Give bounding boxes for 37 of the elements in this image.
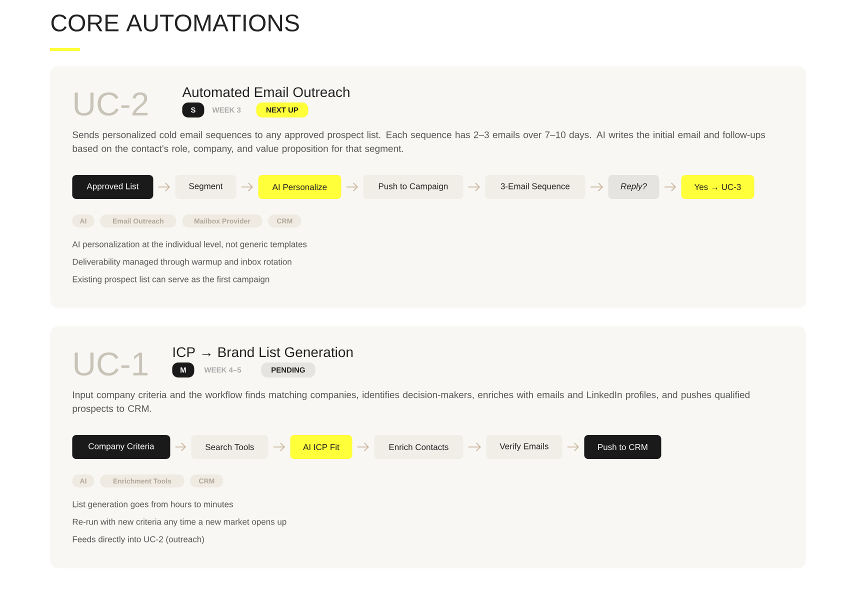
arrow	[240, 182, 253, 192]
page-title: CORE AUTOMATIONS	[51, 14, 299, 32]
arrow	[566, 442, 579, 452]
note-line: Feeds directly into UC-2 (outreach)	[72, 536, 204, 544]
card-id: UC-2	[74, 92, 148, 116]
arrow	[346, 182, 358, 192]
arrow	[356, 442, 369, 452]
step-box: Search Tools	[191, 435, 268, 459]
arrow	[272, 442, 285, 452]
step-box: Segment	[175, 175, 236, 199]
step-box: Company Criteria	[72, 435, 170, 459]
arrow	[468, 182, 480, 192]
card-title: Automated Email Outreach	[182, 86, 350, 98]
arrow	[468, 442, 481, 452]
step-box: Push to Campaign	[363, 175, 464, 199]
step-box: Verify Emails	[486, 435, 562, 459]
step-box: Enrich Contacts	[374, 435, 464, 459]
step-box: Push to CRM	[584, 435, 662, 459]
arrow	[664, 182, 676, 192]
step-box: 3-Email Sequence	[485, 175, 586, 199]
step-box: AI ICP Fit	[290, 435, 352, 459]
step-box: Yes → UC-3	[681, 175, 754, 199]
note-line: Re-run with new criteria any time a new market opens up	[72, 518, 286, 526]
note-line: AI personalization at the individual level, not generic templates	[72, 241, 307, 249]
card-title: ICP → Brand List Generation	[174, 346, 353, 358]
arrow	[158, 182, 170, 192]
note-line: Deliverability managed through warmup and inbox rotation	[72, 258, 292, 266]
note-line: Existing prospect list can serve as the first campaign	[72, 276, 270, 284]
step-box: AI Personalize	[258, 175, 342, 199]
description: Sends personalized cold email sequences to any approved prospect list. Each sequence has 2–3 emails over 7–10 days. AI writes the initial email and follow-ups based on the contact's role, company, and value proposition for that segment.	[72, 131, 766, 154]
description: Input company criteria and the workflow finds matching companies, identifies decision-makers, enriches with emails and LinkedIn profiles, and pushes qualified prospects to CRM.	[72, 391, 750, 414]
arrow	[590, 182, 603, 192]
card-id: UC-1	[74, 352, 148, 376]
note-line: List generation goes from hours to minutes	[72, 501, 233, 509]
arrow	[174, 442, 186, 452]
step-box: Reply?	[608, 175, 660, 199]
step-box: Approved List	[72, 175, 154, 199]
